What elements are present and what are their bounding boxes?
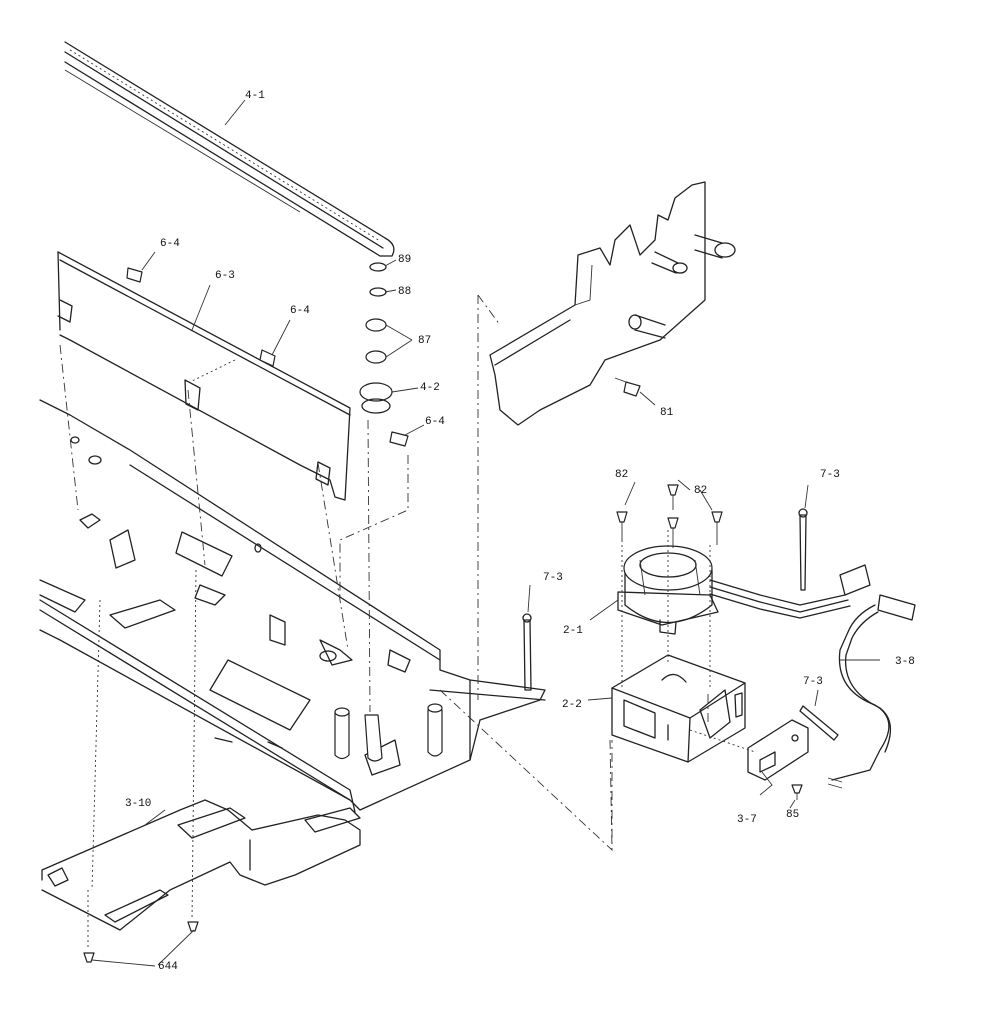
label-screw-85: 85 — [786, 809, 799, 821]
label-washer-88: 88 — [398, 286, 411, 298]
screws-82: 82 82 — [615, 469, 723, 548]
mounting-posts — [334, 703, 443, 762]
cable-harness — [827, 594, 916, 789]
label-rail-screw-low: 6-4 — [425, 416, 445, 428]
flex-cable — [41, 799, 361, 931]
label-flex: 3-10 — [125, 798, 151, 810]
motor-bracket — [611, 654, 746, 763]
label-washer-89: 89 — [398, 254, 411, 266]
screw-81: 81 — [614, 377, 674, 419]
timing-belt — [64, 41, 395, 257]
label-82-right: 82 — [694, 485, 707, 497]
label-shield: 6-3 — [215, 270, 235, 282]
label-board: 3-7 — [737, 814, 757, 826]
label-screw-644: 644 — [158, 961, 178, 973]
label-bracket: 2-2 — [562, 699, 582, 711]
base-chassis — [39, 399, 546, 813]
part-labels: 4-1 6-4 6-3 6-4 89 88 87 4-2 6-4 7-3 7-3… — [125, 90, 915, 973]
leader-lines — [144, 99, 880, 826]
sensor-board — [747, 719, 809, 800]
pulley-stack — [359, 259, 419, 414]
screws-644 — [83, 921, 199, 967]
label-bushing-87: 87 — [418, 335, 431, 347]
stepper-motor — [617, 545, 871, 635]
motor-mount-plate — [489, 181, 736, 426]
label-rail-screw-top: 6-4 — [160, 238, 180, 250]
label-motor: 2-1 — [563, 625, 583, 637]
cable-ties — [522, 508, 839, 741]
label-tie-left: 7-3 — [543, 572, 563, 584]
label-tie-upper: 7-3 — [820, 469, 840, 481]
label-tie-lower: 7-3 — [803, 676, 823, 688]
alignment-lines — [59, 294, 756, 950]
label-rail-screw-mid: 6-4 — [290, 305, 310, 317]
label-82-left: 82 — [615, 469, 628, 481]
label-belt: 4-1 — [245, 90, 265, 102]
label-81: 81 — [660, 407, 674, 419]
rail-screws — [126, 251, 425, 447]
label-pulley: 4-2 — [420, 382, 440, 394]
label-cable: 3-8 — [895, 656, 915, 668]
shield-plate — [57, 251, 351, 501]
